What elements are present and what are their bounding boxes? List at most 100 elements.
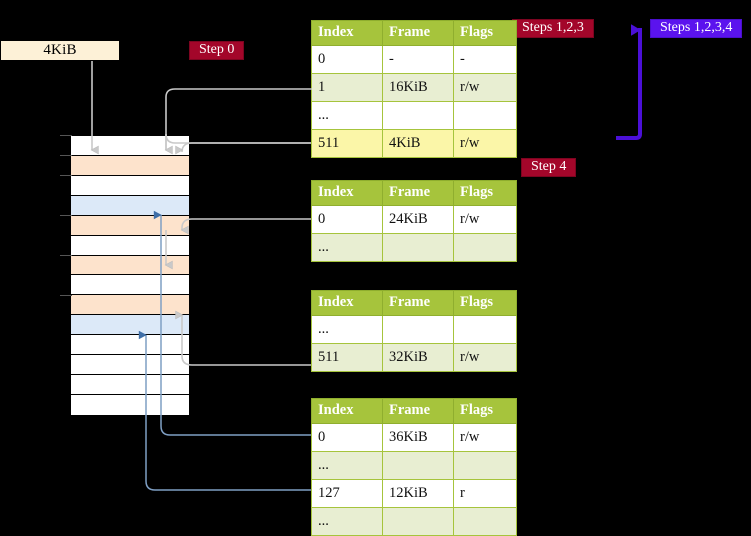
column-header-index: Index <box>311 398 383 424</box>
memory-frame-0 <box>71 136 189 156</box>
column-header-flags: Flags <box>453 20 517 46</box>
table-row: ... <box>311 101 517 130</box>
cell-frame <box>382 451 454 480</box>
cell-index: ... <box>311 233 383 262</box>
cell-flags: - <box>453 45 517 74</box>
cell-frame <box>382 507 454 536</box>
wire-hook-memrow2 <box>182 142 311 152</box>
cell-flags: r/w <box>453 73 517 102</box>
page-size-label: 4KiB <box>43 42 77 58</box>
cell-flags <box>453 507 517 536</box>
cell-frame <box>382 315 454 344</box>
memory-tick <box>60 155 72 156</box>
cell-frame: - <box>382 45 454 74</box>
cell-index: ... <box>311 451 383 480</box>
cell-index: ... <box>311 101 383 130</box>
column-header-index: Index <box>311 20 383 46</box>
wire-table2-to-memory <box>182 218 311 230</box>
cell-frame: 16KiB <box>382 73 454 102</box>
cell-flags <box>453 233 517 262</box>
cell-frame: 4KiB <box>382 129 454 158</box>
badge-step-4: Step 4 <box>521 158 577 177</box>
column-header-flags: Flags <box>453 290 517 316</box>
memory-tick <box>60 255 72 256</box>
memory-frame-13 <box>71 394 189 415</box>
cell-frame <box>382 101 454 130</box>
cell-index: 127 <box>311 479 383 508</box>
memory-frame-4 <box>71 215 189 236</box>
cell-frame: 12KiB <box>382 479 454 508</box>
table-row: 0-- <box>311 45 517 74</box>
cell-flags <box>453 451 517 480</box>
column-header-flags: Flags <box>453 398 517 424</box>
cell-frame: 32KiB <box>382 343 454 372</box>
memory-frame-10 <box>71 335 189 356</box>
cell-frame <box>382 233 454 262</box>
table-row: ... <box>311 451 517 480</box>
physical-memory-column <box>70 135 190 416</box>
badge-steps-1234-label: Steps 1,2,3,4 <box>660 20 733 35</box>
memory-frame-9 <box>71 315 189 336</box>
cell-index: 0 <box>311 423 383 452</box>
memory-tick <box>60 175 72 176</box>
bracket-steps-1234 <box>616 24 642 140</box>
memory-frame-7 <box>71 275 189 296</box>
memory-frame-3 <box>71 195 189 216</box>
column-header-frame: Frame <box>382 20 454 46</box>
cell-index: 0 <box>311 205 383 234</box>
cell-index: 1 <box>311 73 383 102</box>
cell-flags: r/w <box>453 423 517 452</box>
wire-table3-to-memory <box>182 315 311 366</box>
column-header-frame: Frame <box>382 290 454 316</box>
cell-flags: r/w <box>453 129 517 158</box>
memory-frame-6 <box>71 255 189 276</box>
badge-step-0-label: Step 0 <box>199 42 235 57</box>
column-header-index: Index <box>311 290 383 316</box>
memory-tick <box>60 135 72 136</box>
badge-steps-123-label: Steps 1,2,3 <box>522 20 584 35</box>
badge-step-4-label: Step 4 <box>531 159 567 174</box>
memory-frame-8 <box>71 295 189 316</box>
memory-tick <box>60 295 72 296</box>
cell-index: 0 <box>311 45 383 74</box>
cell-flags <box>453 101 517 130</box>
cell-flags: r <box>453 479 517 508</box>
cell-index: 511 <box>311 129 383 158</box>
memory-frame-5 <box>71 235 189 256</box>
cell-index: 511 <box>311 343 383 372</box>
memory-frame-1 <box>71 155 189 176</box>
table-row: ... <box>311 507 517 536</box>
cell-flags <box>453 315 517 344</box>
badge-steps-123: Steps 1,2,3 <box>512 19 594 38</box>
table-row: ... <box>311 315 517 344</box>
column-header-flags: Flags <box>453 180 517 206</box>
table-row: ... <box>311 233 517 262</box>
column-header-index: Index <box>311 180 383 206</box>
cell-flags: r/w <box>453 205 517 234</box>
badge-step-0: Step 0 <box>189 41 245 60</box>
badge-steps-1234: Steps 1,2,3,4 <box>650 19 743 38</box>
memory-tick <box>60 215 72 216</box>
page-size-box: 4KiB <box>0 40 120 61</box>
memory-frame-12 <box>71 375 189 395</box>
column-header-frame: Frame <box>382 180 454 206</box>
cell-frame: 36KiB <box>382 423 454 452</box>
cell-index: ... <box>311 315 383 344</box>
cell-index: ... <box>311 507 383 536</box>
memory-frame-11 <box>71 355 189 376</box>
column-header-frame: Frame <box>382 398 454 424</box>
